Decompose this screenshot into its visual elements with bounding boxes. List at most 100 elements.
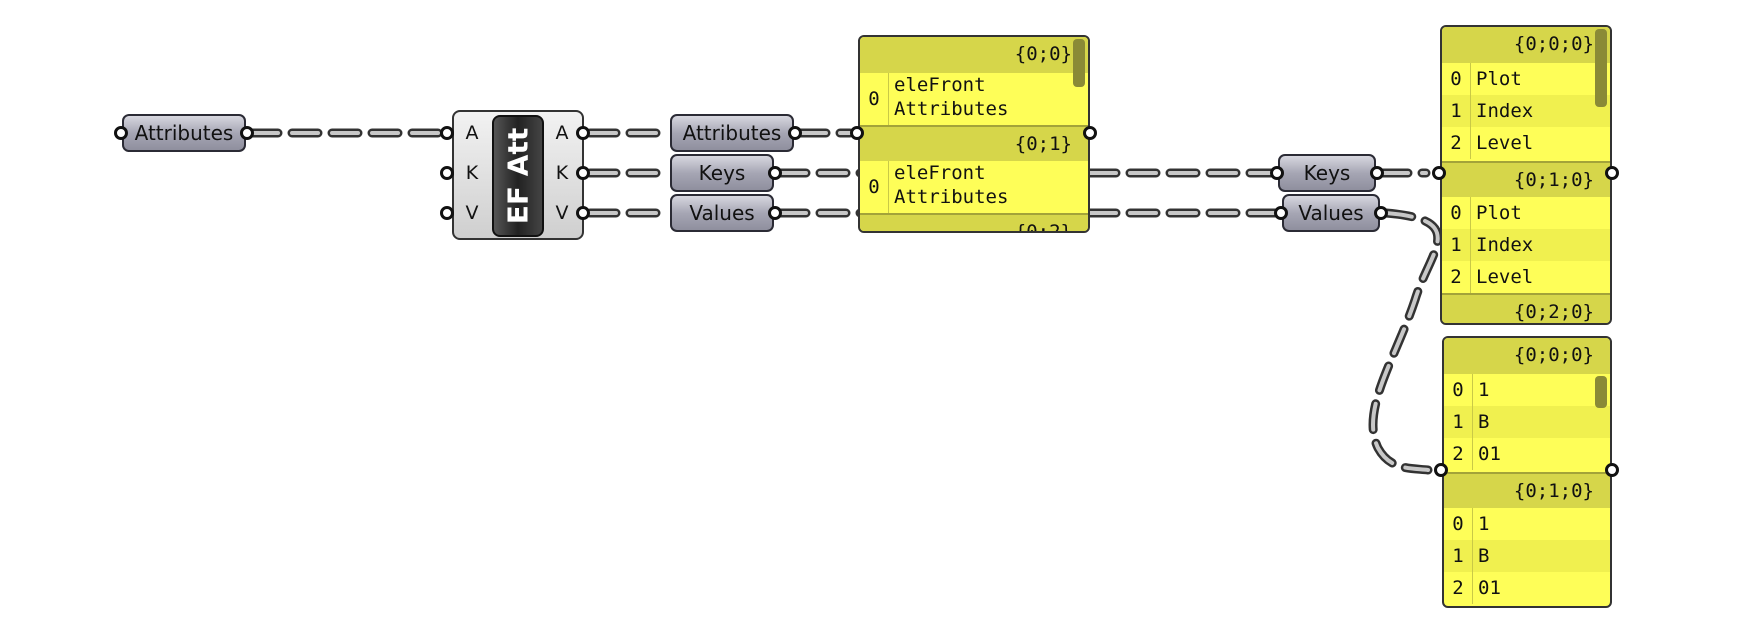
output-grip[interactable] [1605,463,1619,477]
input-grip[interactable] [1432,166,1446,180]
panel-branch-header: {0;2;0} [1442,293,1610,323]
wire-highlight [1371,211,1440,472]
row-text: 01 [1478,443,1501,465]
panel-row: 0 Plot [1442,63,1610,95]
row-index: 0 [1442,197,1471,229]
output-grip[interactable] [1083,126,1097,140]
panel-row: 0 1 [1444,374,1610,406]
panel-scrollbar[interactable] [1595,29,1607,107]
row-index: 2 [1442,127,1471,159]
row-text: Index [1476,234,1534,256]
panel-branch-header: {0;1;0} [1444,472,1610,508]
input-port-a[interactable]: A [465,122,479,144]
panel-branch-header: {0;1;0} [1442,161,1610,197]
input-grip[interactable] [1274,206,1288,220]
row-index: 0 [860,161,889,213]
panel-row: 2 01 [1444,572,1610,604]
panel-branch-header: {0;1} [860,125,1088,161]
row-text: Level [1476,132,1534,154]
output-grip[interactable] [576,166,590,180]
input-grip[interactable] [440,206,454,220]
output-grip[interactable] [768,166,782,180]
values-panel[interactable]: {0;0;0} 0 1 1 B 2 01 {0;1;0} 0 1 1 B 2 0… [1442,336,1612,608]
row-index: 2 [1444,438,1473,470]
param-label: Keys [1303,161,1351,185]
input-port-v[interactable]: V [465,202,479,224]
panel-row: 0 eleFront Attributes [860,73,1088,125]
output-grip[interactable] [1605,166,1619,180]
row-index: 1 [1442,95,1471,127]
param-label: Attributes [682,121,782,145]
param-label: Values [1298,201,1364,225]
row-index: 1 [1442,229,1471,261]
output-port-k[interactable]: K [555,162,569,184]
output-grip[interactable] [576,206,590,220]
panel-branch-header: {0;2} [860,213,1088,231]
row-text: 1 [1478,379,1490,401]
input-grip[interactable] [114,126,128,140]
output-grip[interactable] [240,126,254,140]
row-text: Level [1476,266,1534,288]
output-grip[interactable] [768,206,782,220]
input-grip[interactable] [440,166,454,180]
panel-row: 2 Level [1442,261,1610,293]
row-index: 2 [1444,572,1473,604]
component-nickname-block[interactable]: EF Att [492,115,544,237]
row-index: 0 [1442,63,1471,95]
input-grip[interactable] [1434,463,1448,477]
param-label: Attributes [134,121,234,145]
keys-param-right[interactable]: Keys [1278,154,1376,192]
row-text-line2: Attributes [894,186,1009,208]
row-text: B [1478,411,1490,433]
output-grip[interactable] [1370,166,1384,180]
attributes-param-left[interactable]: Attributes [122,114,246,152]
values-param-right[interactable]: Values [1282,194,1380,232]
panel-row: 2 01 [1444,438,1610,470]
row-index: 0 [860,73,889,125]
row-text-line2: Attributes [894,98,1009,120]
wire-values-right-to-panel[interactable] [1368,208,1443,475]
row-index: 0 [1444,508,1473,540]
param-label: Values [689,201,755,225]
input-grip[interactable] [440,126,454,140]
panel-branch-header: {0;0;0} [1442,27,1610,63]
panel-branch-header: {0;0} [860,37,1088,73]
panel-row: 0 eleFront Attributes [860,161,1088,213]
component-nickname: EF Att [501,127,535,225]
panel-row: 1 Index [1442,95,1610,127]
row-index: 2 [1442,261,1471,293]
panel-scrollbar[interactable] [1595,376,1607,408]
input-grip[interactable] [850,126,864,140]
output-grip[interactable] [1374,206,1388,220]
row-text-line1: eleFront [894,162,986,184]
panel-row: 1 B [1444,540,1610,572]
input-port-k[interactable]: K [465,162,479,184]
output-grip[interactable] [576,126,590,140]
values-param-mid[interactable]: Values [670,194,774,232]
panel-scrollbar[interactable] [1073,39,1085,87]
attributes-param-mid[interactable]: Attributes [670,114,794,152]
wire-outline-group [247,128,1443,475]
row-index: 1 [1444,540,1473,572]
panel-row: 1 Index [1442,229,1610,261]
ef-att-component[interactable]: A K V EF Att A K V [452,110,584,240]
output-port-v[interactable]: V [555,202,569,224]
output-port-a[interactable]: A [555,122,569,144]
row-text: Plot [1476,202,1522,224]
panel-row: 1 B [1444,406,1610,438]
wire-highlight-group [250,131,1440,472]
row-text: 01 [1478,577,1501,599]
output-grip[interactable] [788,126,802,140]
row-text: B [1478,545,1490,567]
panel-row: 0 1 [1444,508,1610,540]
panel-row: 0 Plot [1442,197,1610,229]
row-text: Index [1476,100,1534,122]
keys-param-mid[interactable]: Keys [670,154,774,192]
input-grip[interactable] [1270,166,1284,180]
row-index: 0 [1444,374,1473,406]
row-index: 1 [1444,406,1473,438]
row-text: 1 [1478,513,1490,535]
keys-panel[interactable]: {0;0;0} 0 Plot 1 Index 2 Level {0;1;0} 0… [1440,25,1612,325]
attributes-panel[interactable]: {0;0} 0 eleFront Attributes {0;1} 0 eleF… [858,35,1090,233]
